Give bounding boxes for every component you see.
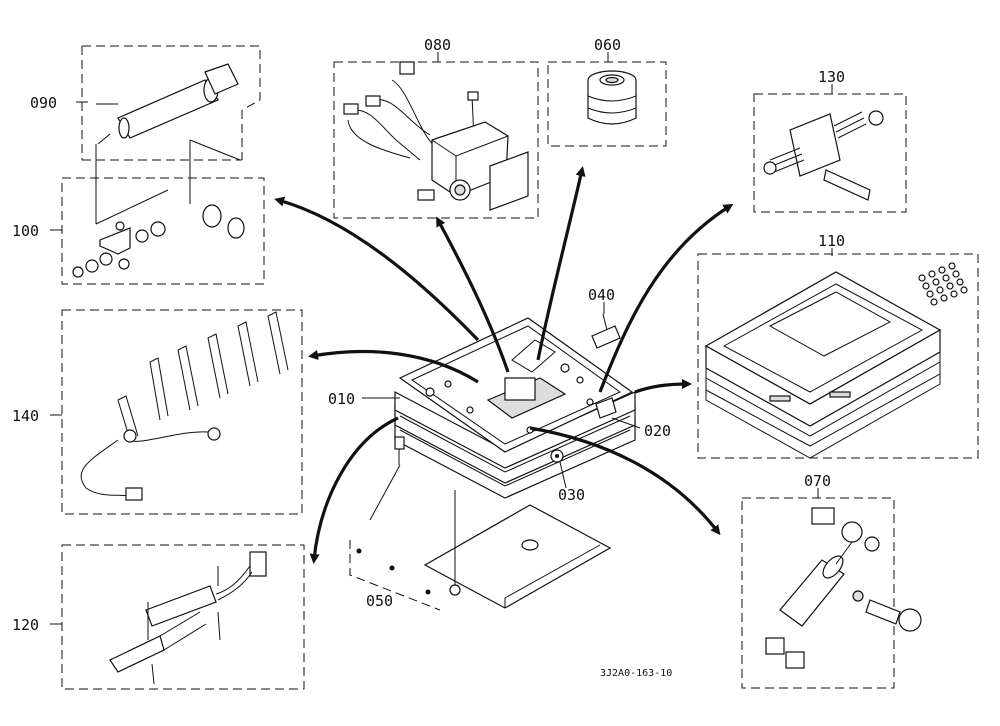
label-070: 070 — [804, 472, 831, 490]
box-110 — [697, 253, 979, 459]
label-120: 120 — [12, 616, 39, 634]
leader-lines — [50, 52, 833, 625]
label-010: 010 — [328, 390, 355, 408]
box-070 — [741, 497, 922, 689]
part-labels: 090 100 140 120 080 060 130 110 070 040 … — [12, 36, 845, 679]
label-060: 060 — [594, 36, 621, 54]
arrows — [274, 166, 734, 564]
box-120 — [61, 544, 305, 690]
box-130 — [753, 93, 907, 213]
fastener-grid — [918, 262, 968, 306]
label-080: 080 — [424, 36, 451, 54]
mounting-plate — [349, 464, 612, 611]
box-100 — [61, 139, 265, 285]
box-060 — [547, 61, 667, 147]
label-020: 020 — [644, 422, 671, 440]
label-140: 140 — [12, 407, 39, 425]
label-030: 030 — [558, 486, 585, 504]
label-100: 100 — [12, 222, 39, 240]
label-110: 110 — [818, 232, 845, 250]
label-050: 050 — [366, 592, 393, 610]
box-080 — [333, 61, 539, 219]
box-140 — [61, 309, 303, 515]
label-090: 090 — [30, 94, 57, 112]
box-090 — [81, 45, 261, 161]
label-130: 130 — [818, 68, 845, 86]
label-040: 040 — [588, 286, 615, 304]
seat-assembly — [394, 313, 636, 499]
drawing-code: 3J2A0-163-10 — [600, 668, 672, 679]
